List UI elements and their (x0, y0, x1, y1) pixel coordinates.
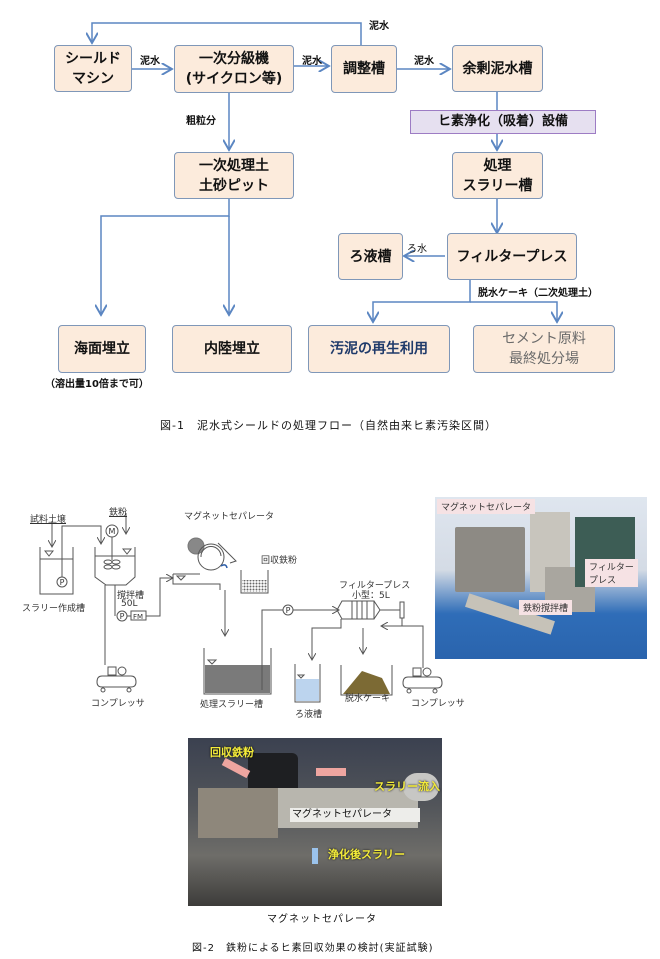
label-mud-water: 泥水 (140, 56, 160, 67)
label-magnet-separator: マグネットセパレータ (184, 512, 275, 522)
photo2-caption: マグネットセパレータ (267, 914, 377, 925)
motor-label: M (109, 527, 116, 536)
box-treated-slurry-tank: 処理 スラリー槽 (452, 152, 543, 199)
box-text: 最終処分場 (509, 351, 579, 367)
box-shield-machine: シールド マシン (54, 45, 132, 92)
photo-test-equipment: マグネットセパレータ フィルター プレス 鉄粉撹拌槽 (435, 497, 647, 659)
box-text: (サイクロン等) (185, 71, 283, 87)
label-iron-powder: 鉄粉 (109, 508, 128, 518)
box-text: 調整槽 (343, 61, 385, 77)
magnet-drum (187, 537, 205, 555)
box-inland-reclamation: 内陸埋立 (172, 325, 292, 373)
filtrate-tank (294, 664, 321, 703)
arrow-slurry-inflow (316, 768, 346, 776)
arrow-recovered-iron (221, 757, 251, 779)
box-sea-reclamation: 海面埋立 (58, 325, 146, 373)
box-filter-press: フィルタープレス (447, 233, 577, 280)
box-text: ヒ素浄化（吸着）設備 (437, 114, 568, 129)
label-mud-water: 泥水 (414, 56, 434, 67)
label-mud-water: 泥水 (302, 56, 322, 67)
box-text: 内陸埋立 (204, 341, 260, 357)
label-dewatered-cake: 脱水ケーキ (345, 694, 391, 704)
compressor-left (96, 666, 137, 693)
photo-label-recovered-iron: 回収鉄粉 (210, 746, 254, 759)
box-primary-soil-pit: 一次処理土 土砂ピット (174, 152, 294, 199)
label-dewatered-cake: 脱水ケーキ（二次処理土） (478, 288, 598, 299)
label-treated-slurry-tank: 処理スラリー槽 (200, 700, 264, 710)
photo-tag-iron-stirring-tank: 鉄粉撹拌槽 (519, 600, 573, 615)
label-recovered-iron: 回収鉄粉 (261, 556, 298, 566)
box-text: シールド (65, 50, 121, 67)
photo-tag-magnet-separator: マグネットセパレータ (437, 499, 536, 514)
label-filtrate: ろ水 (407, 244, 427, 255)
figure2-caption: 図-2 鉄粉によるヒ素回収効果の検討(実証試験) (192, 943, 434, 954)
label-filter-press-size: 小型：5L (352, 591, 390, 601)
pump-label: P (286, 606, 291, 615)
photo-plate-label: マグネットセパレータ (290, 808, 420, 822)
label-coarse-fraction: 粗粒分 (186, 116, 216, 127)
box-filtrate-tank: ろ液槽 (338, 233, 403, 280)
box-text: マシン (72, 70, 114, 87)
return-line (92, 22, 362, 45)
box-text: フィルタープレス (456, 248, 568, 265)
box-primary-classifier: 一次分級機 (サイクロン等) (174, 45, 294, 93)
label-slurry-prep-tank: スラリー作成槽 (22, 604, 86, 614)
motor-icon (105, 524, 119, 538)
box-text: 一次処理土 (199, 157, 269, 174)
pump-label: P (120, 612, 125, 621)
box-text: セメント原料 (502, 331, 586, 347)
label-stirring-volume: 50L (121, 599, 138, 609)
pump-icon (56, 576, 68, 588)
flow-connectors (0, 22, 660, 420)
stirring-tank (94, 547, 136, 586)
label-sea-note: （溶出量10倍まで可） (45, 379, 149, 390)
box-text: 余剰泥水槽 (462, 60, 533, 77)
photo-label-purified-slurry: 浄化後スラリー (328, 848, 405, 861)
label-sample-soil: 試料土壌 (30, 515, 67, 525)
box-cement-disposal: セメント原料 最終処分場 (473, 325, 615, 373)
slurry-prep-tank (39, 547, 74, 595)
box-arsenic-purification: ヒ素浄化（吸着）設備 (410, 110, 596, 134)
photo-tag-filter-press: フィルター プレス (585, 559, 638, 587)
box-text: 海面埋立 (74, 341, 130, 357)
figure1-caption: 図-1 泥水式シールドの処理フロー（自然由来ヒ素汚染区間） (160, 419, 497, 432)
label-filter-press: フィルタープレス (339, 581, 411, 591)
motor-shape (198, 788, 278, 838)
pump-icon (116, 610, 128, 622)
machine-shape (455, 527, 525, 592)
pump-label: P (60, 578, 65, 587)
box-text: ろ液槽 (349, 248, 392, 265)
pump-icon (282, 604, 294, 616)
box-text: 一次分級機 (199, 51, 269, 67)
box-text: 土砂ピット (199, 177, 269, 194)
box-text: スラリー槽 (462, 177, 533, 194)
box-text: 処理 (483, 157, 512, 174)
label-compressor: コンプレッサ (91, 699, 145, 709)
flowmeter-icon (130, 610, 147, 621)
label-mud-water-return: 泥水 (369, 21, 389, 32)
label-filtrate-tank: ろ液槽 (295, 710, 323, 720)
box-adjustment-tank: 調整槽 (331, 45, 397, 93)
pipe-shape (403, 773, 439, 801)
label-stirring-tank: 撹拌槽 (117, 591, 145, 601)
box-text: 汚泥の再生利用 (330, 341, 428, 357)
flowmeter-label: FM (133, 613, 143, 621)
box-surplus-mud-tank: 余剰泥水槽 (452, 45, 543, 92)
arrow-purified-slurry (312, 848, 318, 864)
filter-press-icon (336, 600, 405, 620)
photo-magnet-separator: マグネットセパレータ 回収鉄粉 スラリー流入 浄化後スラリー (188, 738, 442, 906)
label-compressor: コンプレッサ (411, 699, 465, 709)
photo-label-slurry-inflow: スラリー流入 (374, 780, 440, 793)
treated-slurry-tank (203, 648, 272, 695)
compressor-right (402, 667, 443, 694)
box-sludge-reuse: 汚泥の再生利用 (308, 325, 450, 373)
